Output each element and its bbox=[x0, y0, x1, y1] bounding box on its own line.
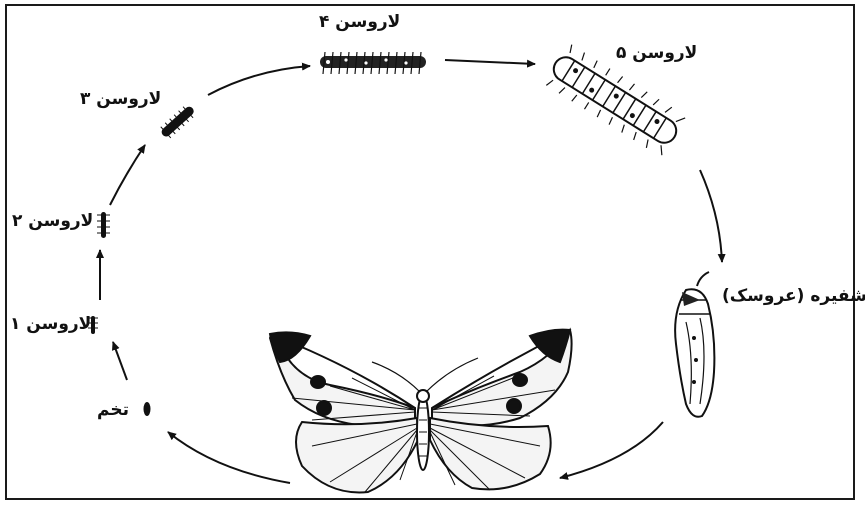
adult-butterfly-icon bbox=[270, 330, 572, 493]
label-larva2: لاروسن ۲ bbox=[12, 213, 93, 230]
label-larva5: لاروسن ۵ bbox=[616, 45, 697, 62]
larva3-icon bbox=[158, 103, 198, 141]
label-pupa: شفیره (عروسک) bbox=[722, 288, 865, 305]
arrow-egg-to-larva1 bbox=[113, 342, 127, 380]
label-larva1: لاروسن ۱ bbox=[10, 316, 91, 333]
arrow-larva2-to-larva3 bbox=[110, 145, 145, 205]
label-larva3: لاروسن ۳ bbox=[80, 91, 161, 108]
label-larva4: لاروسن ۴ bbox=[319, 14, 400, 31]
pupa-icon bbox=[675, 272, 714, 417]
label-egg: تخم bbox=[97, 402, 129, 419]
left-hindwing bbox=[296, 418, 418, 492]
arrow-pupa-to-adult bbox=[560, 422, 663, 478]
larva4-icon bbox=[320, 52, 426, 74]
arrow-larva4-to-larva5 bbox=[445, 60, 535, 64]
egg-icon bbox=[144, 402, 151, 416]
arrow-larva3-to-larva4 bbox=[208, 66, 310, 95]
larva2-icon bbox=[97, 212, 110, 238]
right-hindwing bbox=[430, 418, 551, 489]
arrow-larva5-to-pupa bbox=[700, 170, 722, 262]
arrow-adult-to-egg bbox=[168, 432, 290, 483]
